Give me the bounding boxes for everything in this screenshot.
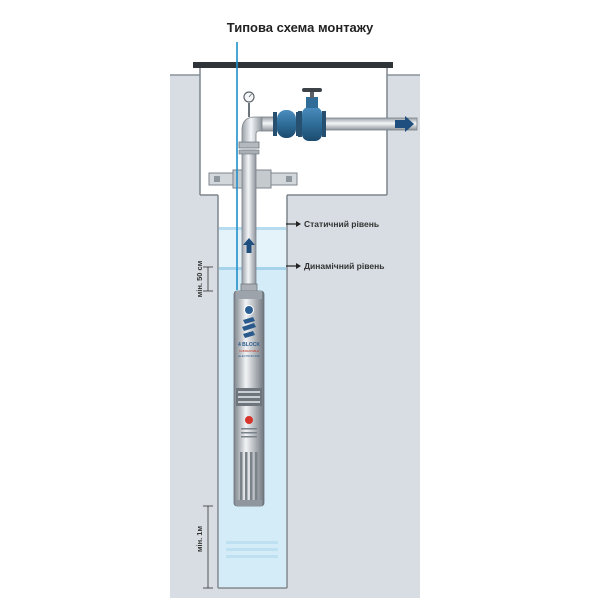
pump-inlet-slot-3: [238, 401, 260, 403]
gate-valve-flange-left: [298, 111, 302, 137]
pipe-elbow: [241, 116, 263, 143]
static-level-callout: Статичний рівень: [286, 219, 379, 229]
static-level-label: Статичний рівень: [304, 219, 379, 229]
ground-fill: [170, 75, 420, 598]
riser-pipe-body: [241, 149, 257, 293]
motor-rib-1: [240, 452, 243, 500]
dim-1m-label: мін. 1м: [195, 526, 204, 553]
motor-nameplate-line-2: [241, 432, 257, 434]
static-level-arrowhead: [296, 221, 301, 227]
submersible-pump: 4 BLOCK SUBMERSIBLE ELECTROPUMP: [233, 290, 265, 507]
motor-nameplate-line-3: [241, 436, 257, 438]
motor-rib-3: [250, 452, 253, 500]
pressure-gauge: [243, 91, 255, 117]
gate-valve: [298, 88, 326, 141]
grate-bar-3: [226, 555, 278, 558]
riser-flange: [238, 141, 260, 149]
riser-flow-arrow: [243, 238, 255, 253]
beam-bolt-right: [286, 176, 292, 182]
dimension-min-50cm: мін. 50 см: [195, 260, 213, 297]
motor-base: [236, 500, 262, 506]
motor-rib-4: [255, 452, 258, 500]
gate-valve-handwheel: [302, 88, 322, 92]
pump-stripe-1: [243, 317, 255, 324]
riser-pipe: [238, 141, 260, 293]
gate-valve-body: [302, 107, 322, 141]
pump-sub-label-2: ELECTROPUMP: [238, 354, 259, 358]
gate-valve-stem: [310, 91, 314, 98]
bottom-grate: [226, 541, 278, 558]
pump-stripe-3: [243, 331, 255, 338]
pump-logo-badge: [244, 305, 254, 315]
motor-nameplate-line-1: [241, 428, 257, 430]
motor-rib-2: [245, 452, 248, 500]
beam-bolt-left: [214, 176, 220, 182]
diagram-title: Типова схема монтажу: [226, 20, 374, 35]
gate-valve-bonnet: [306, 97, 318, 108]
pump-sub-label-1: SUBMERSIBLE: [239, 349, 259, 353]
dynamic-level-callout: Динамічний рівень: [286, 261, 384, 271]
valve-chamber: [199, 68, 388, 196]
pump-inlet-slot-2: [238, 396, 260, 398]
grate-bar-1: [226, 541, 278, 544]
pump-stripe-2: [242, 323, 256, 331]
check-valve-flange-left: [273, 112, 277, 136]
pump-top-cap: [236, 291, 262, 299]
motor-logo-badge: [245, 416, 253, 424]
dynamic-level-arrowhead: [296, 263, 301, 269]
chamber-cover: [193, 62, 393, 68]
outlet-flow-arrow: [395, 116, 414, 132]
dimension-min-1m: мін. 1м: [195, 505, 213, 589]
check-valve-body: [277, 110, 296, 138]
ground: [170, 74, 420, 598]
pump-inlet-slot-1: [238, 391, 260, 393]
dynamic-level-label: Динамічний рівень: [304, 261, 384, 271]
grate-bar-2: [226, 548, 278, 551]
gauge-needle: [248, 93, 252, 98]
riser-flange-bottom: [238, 149, 260, 155]
dim-50-label: мін. 50 см: [195, 260, 204, 297]
pump-brand-label: 4 BLOCK: [238, 342, 260, 348]
check-valve: [273, 110, 300, 138]
gate-valve-flange-right: [322, 111, 326, 137]
